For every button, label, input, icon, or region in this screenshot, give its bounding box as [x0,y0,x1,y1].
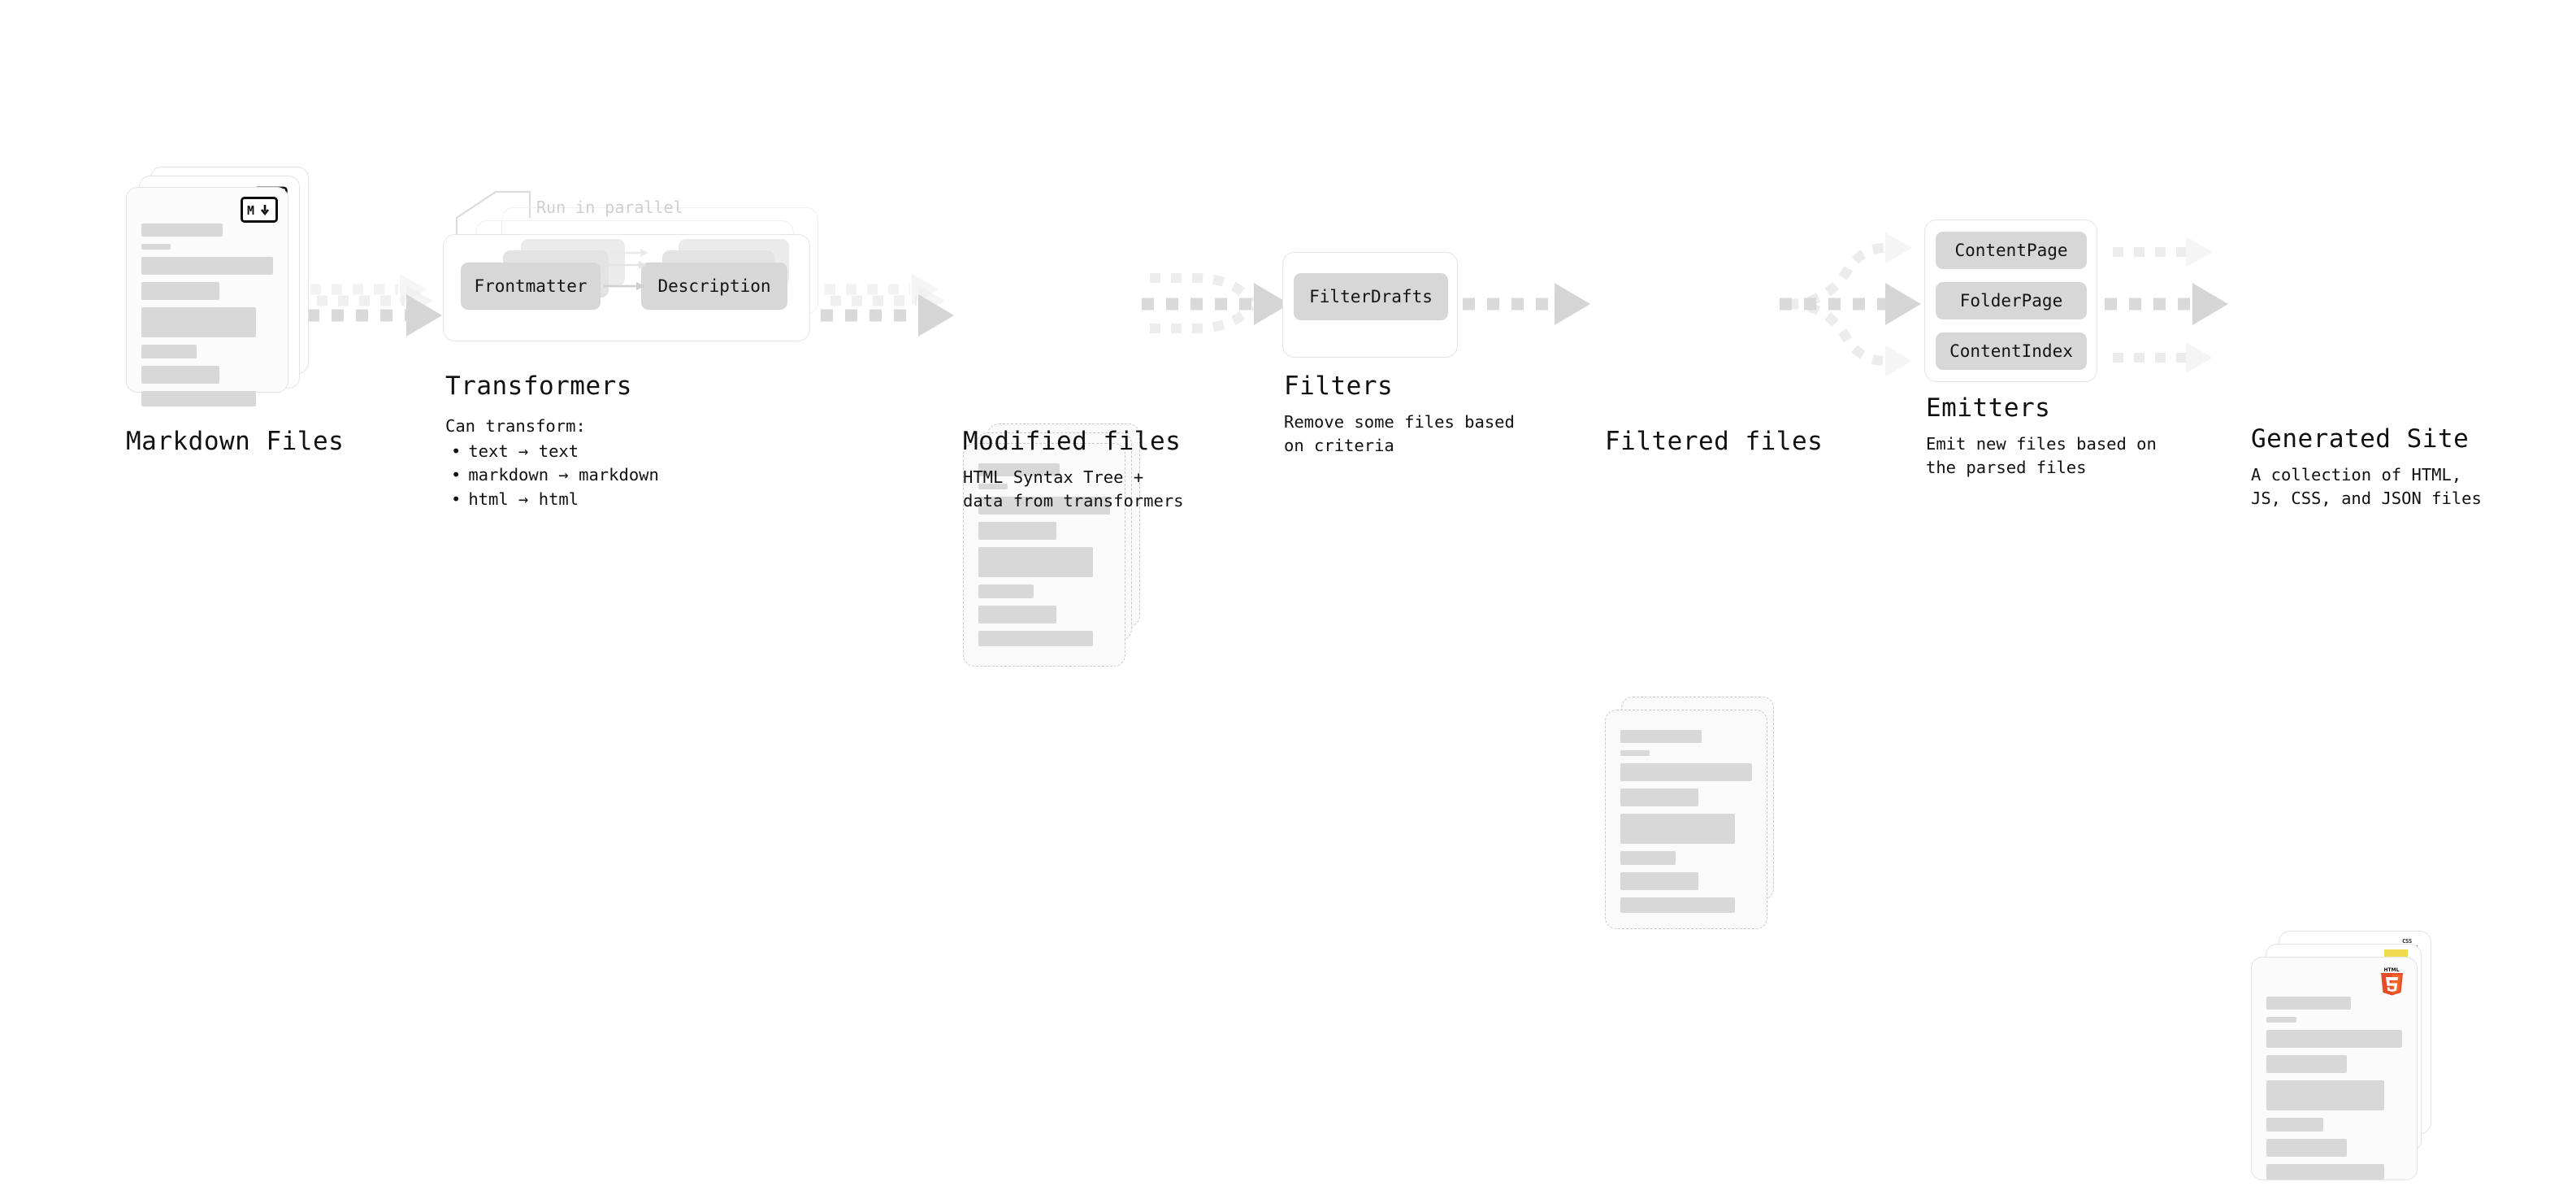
filters-caption: Filters Remove some files based on crite… [1284,371,1593,458]
modified-files-title: Modified files [963,427,1182,456]
transformers-bullet-1: markdown → markdown [445,463,787,488]
arrow-markdown-to-transformers [307,274,442,337]
filters-subtitle: Remove some files based on criteria [1284,411,1515,455]
emitters-subtitle: Emit new files based on the parsed files [1926,433,2157,477]
filters-title: Filters [1284,371,1394,401]
markdown-files-title: Markdown Files [126,427,345,456]
markdown-card-skeleton [141,224,273,414]
generated-site-title: Generated Site [2251,424,2470,454]
markdown-card-front: M [126,187,288,406]
modified-card-skeleton [978,463,1110,654]
arrow-transformers-to-modified [821,274,954,337]
generated-card-front: HTML [2251,957,2418,1180]
modified-files-caption: Modified files HTML Syntax Tree + data f… [963,427,1272,513]
transformers-title: Transformers [445,371,632,401]
modified-card-front [963,443,1125,667]
filtered-card-front [1605,710,1767,929]
transformers-chip-description[interactable]: Description [641,263,787,310]
generated-card-skeleton [2266,997,2402,1187]
stage-filtered-files [1605,679,1792,939]
emitters-title: Emitters [1926,393,2051,423]
transformers-caption: Transformers Can transform: text → text … [445,371,787,512]
emitters-chip-contentindex[interactable]: ContentIndex [1936,332,2087,370]
stage-filters: FilterDrafts [1282,252,1461,362]
arrow-filters-to-filtered [1463,283,1590,325]
filters-chip-filterdrafts[interactable]: FilterDrafts [1294,273,1448,320]
emitters-caption: Emitters Emit new files based on the par… [1926,393,2251,480]
filtered-files-title: Filtered files [1605,427,1824,456]
run-in-parallel-label: Run in parallel [536,198,683,217]
stage-modified-files [963,419,1150,679]
markdown-badge-icon: M [241,197,278,223]
arrow-modified-to-filters [1142,273,1290,333]
stage-generated-site: CSS HTML [2251,931,2446,1199]
transformers-subtitle: Can transform: [445,415,586,436]
arrow-filtered-to-emitters [1780,232,1921,376]
transformers-bullet-2: html → html [445,488,787,512]
transformers-chip-frontmatter[interactable]: Frontmatter [461,263,601,310]
markdown-files-caption: Markdown Files [126,427,394,457]
emitters-chip-folderpage[interactable]: FolderPage [1936,282,2087,319]
transformers-bullet-list: text → text markdown → markdown html → h… [445,440,787,512]
filtered-files-caption: Filtered files [1605,427,1914,457]
arrow-emitters-to-site [2105,237,2228,373]
svg-text:HTML: HTML [2384,967,2400,973]
stage-transformers: Frontmatter Description [443,207,825,370]
filtered-card-skeleton [1620,730,1752,920]
generated-site-subtitle: A collection of HTML, JS, CSS, and JSON … [2251,464,2482,508]
emitters-chip-contentpage[interactable]: ContentPage [1936,232,2087,269]
html5-badge-icon: HTML [2379,966,2405,997]
svg-text:M: M [247,203,254,217]
stage-markdown-files: M M M [126,167,313,419]
modified-files-subtitle: HTML Syntax Tree + data from transformer… [963,467,1184,510]
stage-emitters: ContentPage FolderPage ContentIndex [1924,219,2111,394]
generated-site-caption: Generated Site A collection of HTML, JS,… [2251,424,2576,510]
transformers-bullet-0: text → text [445,440,787,464]
pipeline-diagram: M M M [0,0,2576,681]
